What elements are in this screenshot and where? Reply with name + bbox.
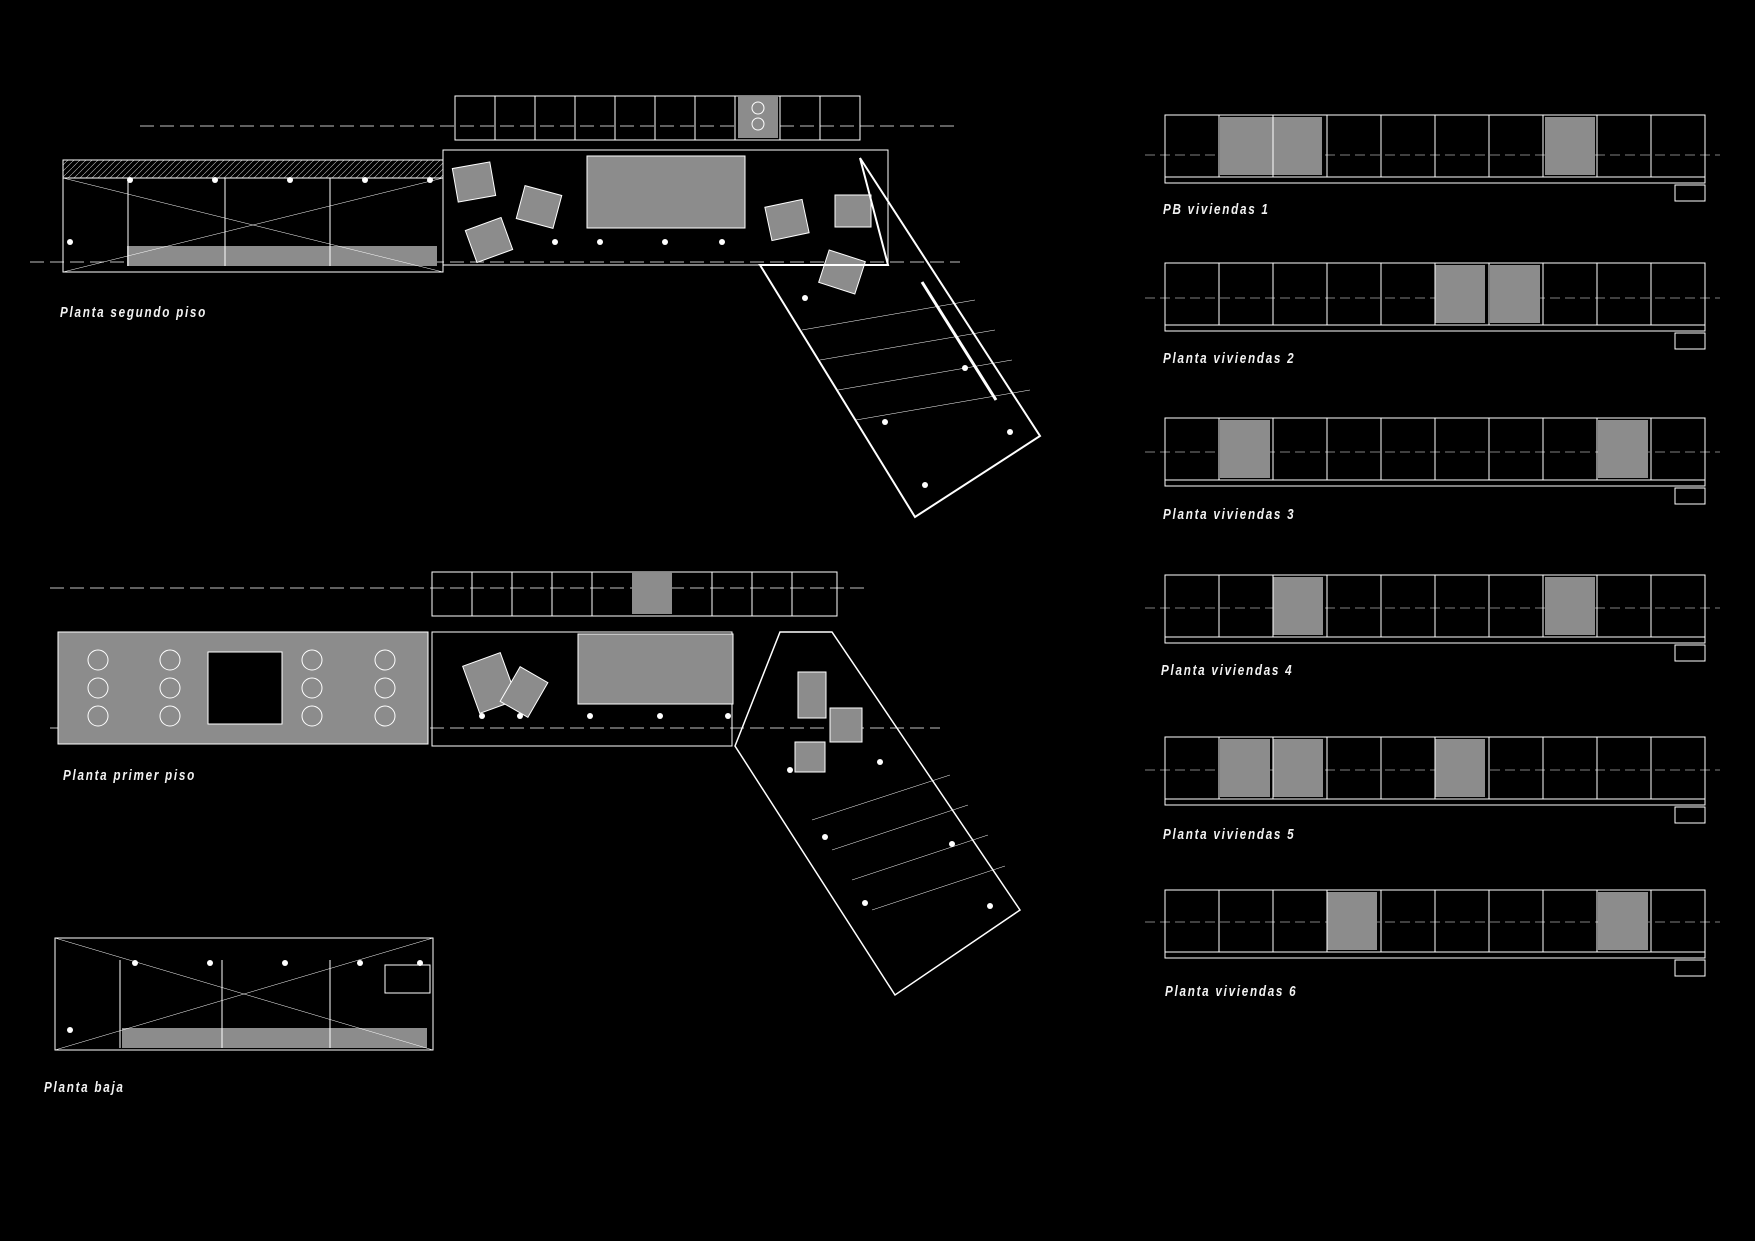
strip-viviendas-4 xyxy=(1145,574,1720,662)
viviendas-strips xyxy=(1145,114,1720,977)
label-planta-primer-piso: Planta primer piso xyxy=(63,767,196,784)
label-planta-viviendas-5: Planta viviendas 5 xyxy=(1163,826,1296,843)
label-planta-viviendas-2: Planta viviendas 2 xyxy=(1163,350,1296,367)
top-unit-row xyxy=(494,96,821,140)
strip-viviendas-5 xyxy=(1145,736,1720,824)
strip-pb-viviendas-1 xyxy=(1145,114,1720,202)
plan-segundo-piso xyxy=(30,95,1042,519)
label-planta-viviendas-3: Planta viviendas 3 xyxy=(1163,506,1296,523)
label-planta-viviendas-4: Planta viviendas 4 xyxy=(1161,662,1294,679)
plan-baja xyxy=(54,937,434,1051)
plan-primer-piso xyxy=(50,571,1022,997)
strip-viviendas-3 xyxy=(1145,417,1720,505)
label-planta-baja: Planta baja xyxy=(44,1079,125,1096)
strip-viviendas-2 xyxy=(1145,262,1720,350)
label-planta-segundo-piso: Planta segundo piso xyxy=(60,304,208,321)
strip-viviendas-6 xyxy=(1145,889,1720,977)
label-pb-viviendas-1: PB viviendas 1 xyxy=(1163,201,1270,218)
label-planta-viviendas-6: Planta viviendas 6 xyxy=(1165,983,1298,1000)
